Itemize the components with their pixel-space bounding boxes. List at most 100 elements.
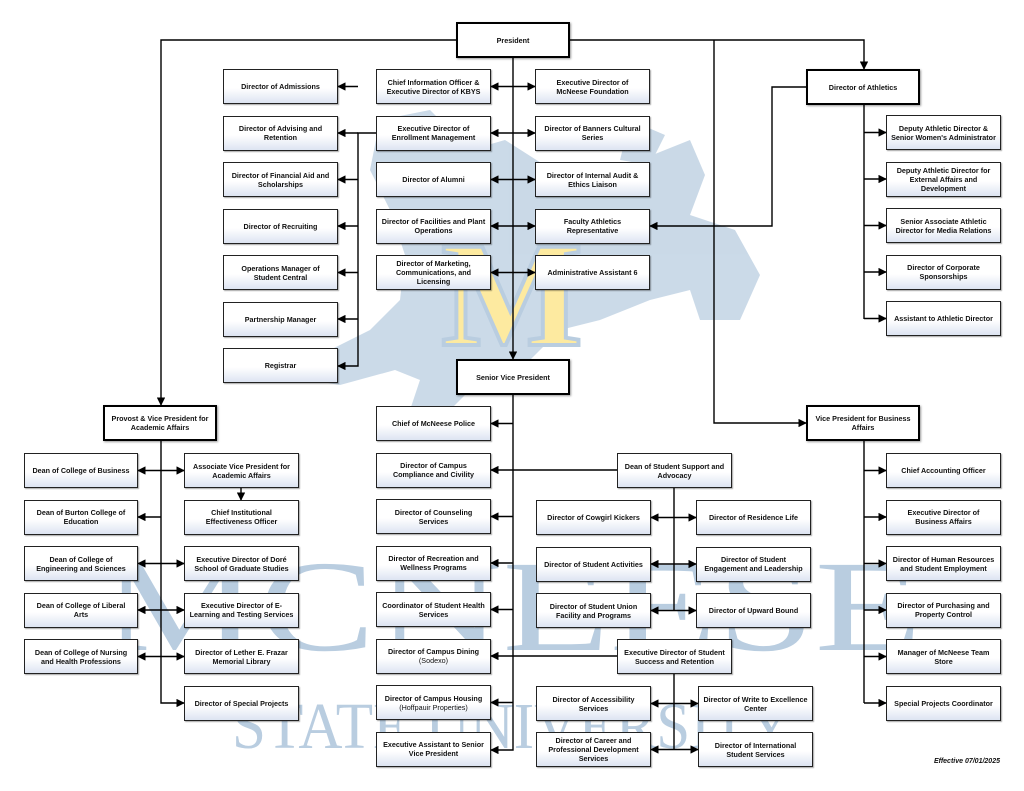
node-label: Coordinator of Student Health Services [382, 600, 485, 619]
node-dir-upward: Director of Upward Bound [696, 593, 811, 628]
node-dir-write: Director of Write to Excellence Center [698, 686, 813, 721]
node-dir-dining: Director of Campus Dining(Sodexo) [376, 638, 491, 674]
node-label: Director of International Student Servic… [714, 740, 797, 759]
node-dir-engagement: Director of Student Engagement and Leade… [696, 546, 811, 582]
node-dep-ad-ext: Deputy Athletic Director for External Af… [886, 161, 1001, 197]
node-label: Faculty Athletics Representative [563, 217, 622, 235]
node-label: Director of Counseling Services [394, 507, 473, 526]
node-dir-audit: Director of Internal Audit & Ethics Liai… [535, 162, 650, 197]
node-label: Chief Institutional Effectiveness Office… [205, 508, 278, 526]
node-dir-hr: Director of Human Resources and Student … [886, 546, 1001, 581]
node-dir-corp: Director of Corporate Sponsorships [886, 254, 1001, 290]
node-partnership: Partnership Manager [223, 301, 338, 337]
node-chief-acct: Chief Accounting Officer [886, 453, 1001, 488]
node-label: Deputy Athletic Director & Senior Women'… [891, 123, 996, 142]
node-dir-access: Director of Accessibility Services [536, 686, 651, 721]
node-dean-education: Dean of Burton College of Education [24, 499, 138, 535]
node-dir-advising: Director of Advising and Retention [223, 115, 338, 151]
connector-line [713, 40, 807, 428]
node-label: Director of Recreation and Wellness Prog… [388, 554, 479, 572]
node-dir-compliance: Director of Campus Compliance and Civili… [376, 452, 491, 488]
node-label: Director of Banners Cultural Series [544, 124, 641, 142]
node-label: Executive Director of Student Success an… [624, 647, 725, 666]
node-label: Executive Director of Enrollment Managem… [391, 124, 476, 142]
node-label: Director of Recruiting [243, 221, 318, 231]
node-label: Dean of College of Business [32, 466, 130, 475]
node-label: Director of Career and Professional Deve… [548, 736, 639, 763]
node-dir-residence: Director of Residence Life [696, 500, 811, 535]
node-dir-intl: Director of International Student Servic… [698, 732, 813, 767]
node-label: Director of Advising and Retention [238, 124, 323, 142]
node-registrar: Registrar [223, 348, 338, 383]
node-dep-ad-swa: Deputy Athletic Director & Senior Women'… [886, 115, 1001, 150]
node-asst-ad: Assistant to Athletic Director [886, 301, 1001, 336]
node-label: Director of Admissions [241, 82, 320, 91]
node-dir-union: Director of Student Union Facility and P… [536, 593, 651, 628]
node-label: Dean of Student Support and Advocacy [624, 461, 725, 480]
node-label: Manager of McNeese Team Store [897, 647, 990, 666]
node-label: Executive Director of Business Affairs [907, 508, 980, 526]
node-label: Dean of Burton College of Education [36, 508, 126, 526]
node-label: Dean of College of Nursing and Health Pr… [34, 647, 128, 666]
node-label: Chief Accounting Officer [901, 466, 986, 475]
node-label: Associate Vice President for Academic Af… [193, 461, 290, 480]
node-label: Director of Human Resources and Student … [892, 554, 995, 573]
node-dean-liberal: Dean of College of Liberal Arts [24, 592, 138, 628]
node-dir-counseling: Director of Counseling Services [376, 499, 491, 534]
node-president: President [456, 22, 570, 58]
node-dir-finaid: Director of Financial Aid and Scholarshi… [223, 162, 338, 197]
node-dir-recruiting: Director of Recruiting [223, 208, 338, 244]
node-label: Director of Special Projects [194, 698, 289, 708]
node-provost: Provost & Vice President for Academic Af… [103, 405, 217, 441]
node-sublabel: (Hoffpauir Properties) [399, 702, 468, 712]
node-dir-cowgirl: Director of Cowgirl Kickers [536, 500, 651, 535]
node-label: Director of Campus Housing [384, 693, 483, 703]
node-dir-recreation: Director of Recreation and Wellness Prog… [376, 545, 491, 581]
node-spc: Special Projects Coordinator [886, 685, 1001, 721]
node-label: Administrative Assistant 6 [547, 268, 638, 277]
node-dir-special: Director of Special Projects [184, 685, 299, 721]
node-label: Director of Facilities and Plant Operati… [381, 217, 486, 235]
node-label: Executive Director of E-Learning and Tes… [189, 601, 294, 619]
node-cio: Chief Information Officer & Executive Di… [376, 69, 491, 104]
node-label: Executive Director of Doré School of Gra… [194, 554, 289, 573]
node-mgr-store: Manager of McNeese Team Store [886, 639, 1001, 674]
node-label: Director of Campus Compliance and Civili… [392, 461, 475, 479]
node-dean-student: Dean of Student Support and Advocacy [617, 453, 732, 488]
node-label: Director of Alumni [402, 175, 465, 184]
node-label: Senior Associate Athletic Director for M… [895, 216, 992, 235]
node-label: Assistant to Athletic Director [894, 314, 993, 323]
node-chief-police: Chief of McNeese Police [376, 406, 491, 441]
node-admin-asst: Administrative Assistant 6 [535, 255, 650, 290]
node-label: President [496, 35, 530, 45]
node-label: Vice President for Business Affairs [815, 414, 911, 432]
node-cieo: Chief Institutional Effectiveness Office… [184, 499, 299, 535]
node-label: Director of Upward Bound [708, 606, 799, 615]
node-exec-business: Executive Director of Business Affairs [886, 499, 1001, 535]
node-coord-health: Coordinator of Student Health Services [376, 592, 491, 627]
node-dir-purchasing: Director of Purchasing and Property Cont… [886, 592, 1001, 628]
node-label: Director of Cowgirl Kickers [547, 513, 640, 522]
node-dean-nursing: Dean of College of Nursing and Health Pr… [24, 639, 138, 674]
node-exec-enroll: Executive Director of Enrollment Managem… [376, 115, 491, 151]
connector-line [156, 39, 456, 406]
node-label: Director of Marketing, Communications, a… [395, 259, 472, 286]
node-ops-mgr: Operations Manager of Student Central [223, 255, 338, 290]
connector-line [160, 441, 185, 708]
node-dir-facilities: Director of Facilities and Plant Operati… [376, 208, 491, 244]
node-sr-assoc-ad: Senior Associate Athletic Director for M… [886, 208, 1001, 243]
node-label: Director of Financial Aid and Scholarshi… [231, 170, 330, 189]
node-label: Dean of College of Liberal Arts [36, 601, 126, 619]
node-dir-career: Director of Career and Professional Deve… [536, 732, 651, 767]
node-label: Chief Information Officer & Executive Di… [386, 77, 481, 96]
node-vp-business: Vice President for Business Affairs [806, 405, 920, 441]
connector-line [490, 395, 514, 755]
node-label: Director of Residence Life [708, 513, 799, 522]
node-label: Director of Student Engagement and Leade… [704, 555, 803, 573]
node-dir-housing: Director of Campus Housing(Hoffpauir Pro… [376, 685, 491, 720]
node-label: Senior Vice President [476, 372, 550, 382]
node-label: Partnership Manager [244, 314, 317, 324]
node-label: Director of Write to Excellence Center [703, 694, 808, 713]
node-exec-success: Executive Director of Student Success an… [617, 639, 732, 674]
